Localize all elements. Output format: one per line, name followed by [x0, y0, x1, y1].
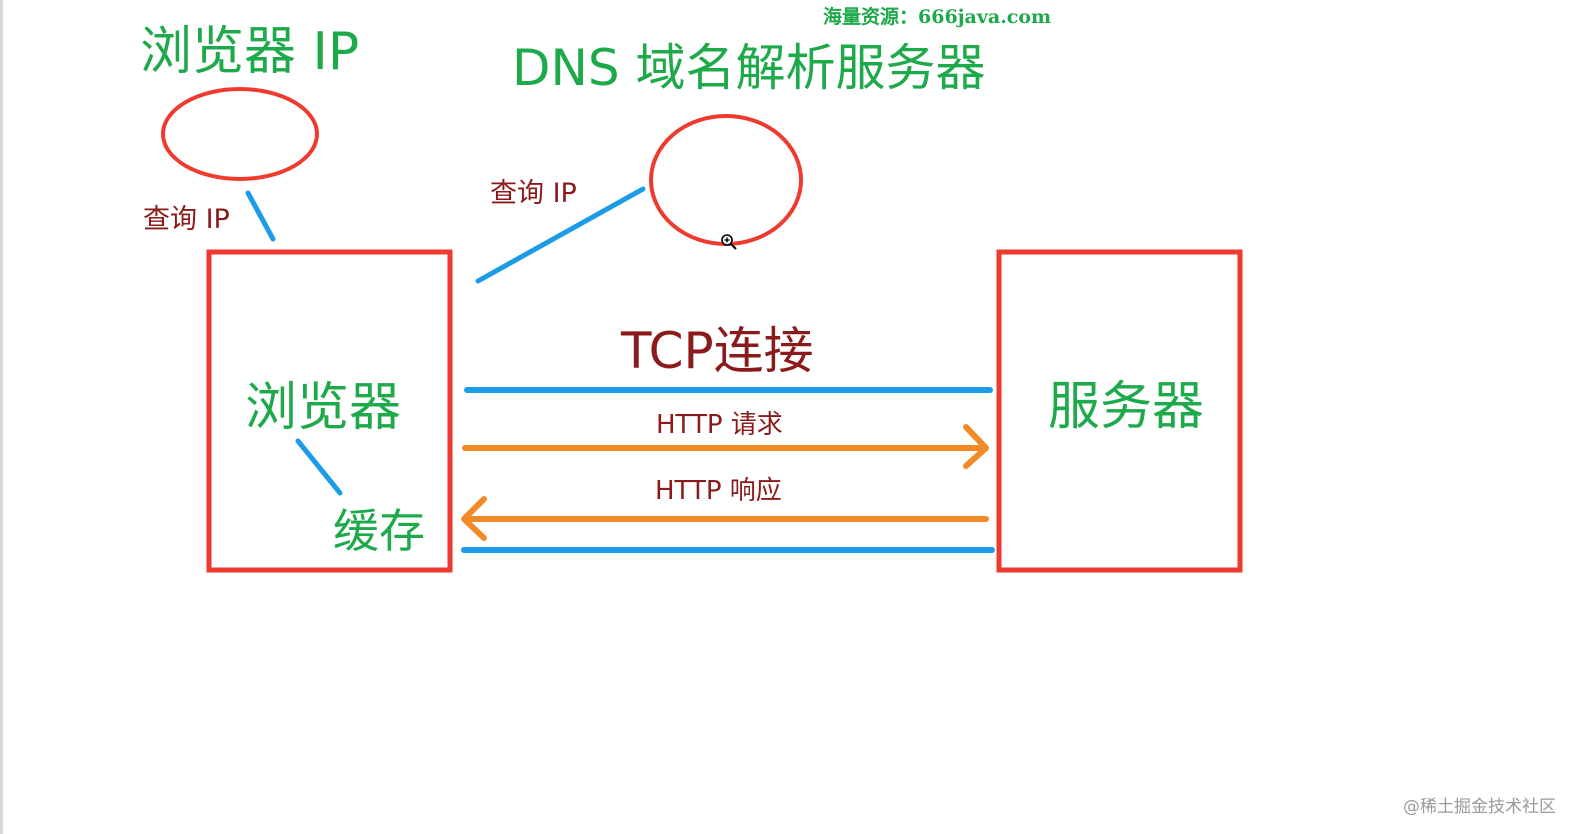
- watermark-top: 海量资源：666java.com: [823, 6, 1052, 28]
- query-ip-label-left: 查询 IP: [143, 204, 230, 235]
- http-request-label: HTTP 请求: [656, 410, 783, 440]
- tcp-connection-label: TCP连接: [621, 322, 814, 380]
- browser-box: [206, 249, 453, 573]
- dns-connector: [475, 186, 646, 284]
- query-ip-label-right: 查询 IP: [490, 178, 577, 209]
- dns-server-circle: [649, 114, 803, 246]
- browser-ip-label: 浏览器 IP: [140, 22, 360, 82]
- cache-label: 缓存: [333, 504, 425, 558]
- dns-server-label: DNS 域名解析服务器: [512, 39, 986, 97]
- browser-label: 浏览器: [245, 378, 402, 438]
- browser-ip-connector: [245, 190, 276, 242]
- cache-connector: [295, 438, 343, 496]
- server-box: [996, 249, 1243, 573]
- watermark-bottom: @稀土掘金技术社区: [1403, 797, 1556, 817]
- browser-ip-ellipse: [161, 87, 319, 181]
- http-response-arrowhead: [461, 496, 487, 541]
- left-edge-divider: [0, 0, 3, 834]
- magnifier-cursor-icon: [721, 234, 737, 250]
- server-label: 服务器: [1048, 377, 1205, 437]
- http-request-arrowhead: [963, 424, 989, 469]
- http-response-label: HTTP 响应: [655, 476, 782, 506]
